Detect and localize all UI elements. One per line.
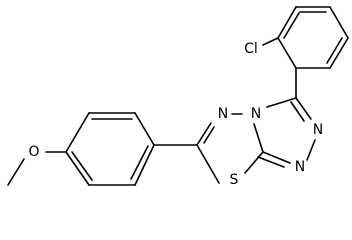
chlorine-label: Cl — [244, 41, 258, 57]
nitrogen-label-right-upper: N — [313, 122, 323, 138]
sulfur-label: S — [230, 172, 239, 188]
nitrogen-label-ring-top: N — [218, 106, 228, 122]
thiadiazole-ring — [196, 113, 264, 184]
o-methyl-bond — [7, 158, 25, 186]
chlorophenyl-ring — [277, 6, 349, 69]
c-cl-bond — [262, 37, 279, 46]
oxygen-label: O — [28, 144, 39, 160]
nitrogen-label-bridge: N — [251, 106, 261, 122]
methoxyphenyl-ring — [65, 112, 198, 186]
molecule-structure-diagram: Cl N N N N S O — [7, 6, 349, 188]
nitrogen-label-right-lower: N — [295, 159, 305, 175]
triazole-ring — [253, 67, 316, 168]
